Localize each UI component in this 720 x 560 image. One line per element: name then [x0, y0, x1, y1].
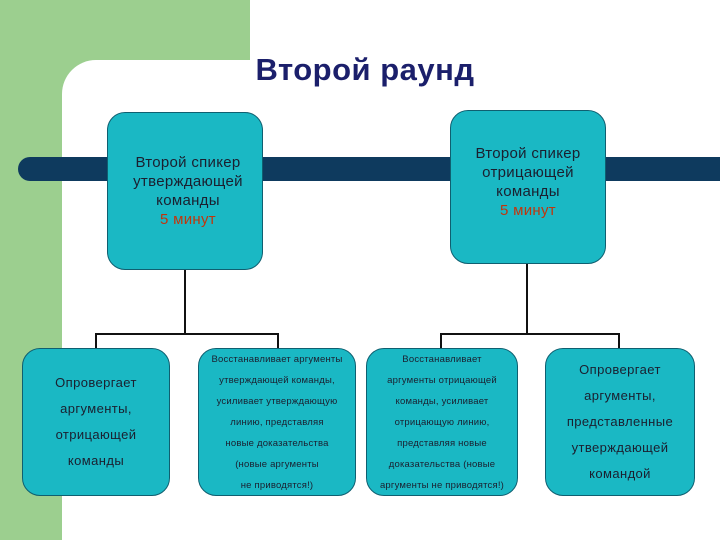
speaker-time: 5 минут — [500, 202, 556, 219]
task-line: отрицающей — [55, 427, 137, 442]
task-line: отрицающую линию, — [394, 416, 490, 428]
connector-left-drop-2 — [277, 333, 279, 350]
task-line: аргументы отрицающей — [387, 374, 497, 386]
task-line: усиливает утверждающую — [216, 395, 338, 407]
task-line: команды, усиливает — [395, 395, 489, 407]
task-line: аргументы, — [60, 401, 132, 416]
task-line: Восстанавливает — [402, 353, 482, 365]
speaker-label-line: Второй спикер — [475, 145, 581, 162]
task-line: Опровергает — [55, 375, 137, 390]
task-line: аргументы, — [584, 388, 656, 403]
task-line: команды — [67, 453, 125, 468]
connector-right-vertical — [526, 262, 528, 333]
task-line: командой — [589, 466, 651, 481]
task-line: представленные — [566, 414, 674, 429]
speaker-label-line: команды — [496, 183, 560, 200]
speaker-box-negative: Второй спикер отрицающей команды 5 минут — [450, 110, 606, 264]
connector-right-horizontal — [440, 333, 620, 335]
task-line: Восстанавливает аргументы — [211, 353, 343, 365]
task-line: новые доказательства — [225, 437, 329, 449]
task-line: линию, представляя — [230, 416, 324, 428]
task-line: представляя новые — [397, 437, 487, 449]
task-line: утверждающей — [571, 440, 669, 455]
connector-right-drop-1 — [440, 333, 442, 350]
speaker-label-line: Второй спикер — [135, 154, 241, 171]
speaker-label-line: отрицающей — [482, 164, 574, 181]
task-line: утверждающей команды, — [219, 374, 335, 386]
task-box-restore-negative: Восстанавливает аргументы отрицающей ком… — [366, 348, 518, 496]
connector-left-vertical — [184, 268, 186, 333]
task-line: (новые аргументы — [235, 458, 319, 470]
speaker-time: 5 минут — [160, 211, 216, 228]
task-box-restore-affirmative: Восстанавливает аргументы утверждающей к… — [198, 348, 356, 496]
connector-left-horizontal — [95, 333, 279, 335]
connector-right-drop-2 — [618, 333, 620, 350]
task-box-refute-negative: Опровергает аргументы, отрицающей команд… — [22, 348, 170, 496]
task-box-refute-affirmative: Опровергает аргументы, представленные ут… — [545, 348, 695, 496]
task-line: доказательства (новые — [388, 458, 496, 470]
speaker-label-line: команды — [156, 192, 220, 209]
task-line: Опровергает — [579, 362, 661, 377]
slide-title: Второй раунд — [255, 52, 475, 87]
speaker-label-line: утверждающей — [133, 173, 243, 190]
speaker-box-affirmative: Второй спикер утверждающей команды 5 мин… — [107, 112, 263, 270]
connector-left-drop-1 — [95, 333, 97, 350]
task-line: аргументы не приводятся!) — [379, 479, 505, 491]
task-line: не приводятся!) — [240, 479, 314, 491]
